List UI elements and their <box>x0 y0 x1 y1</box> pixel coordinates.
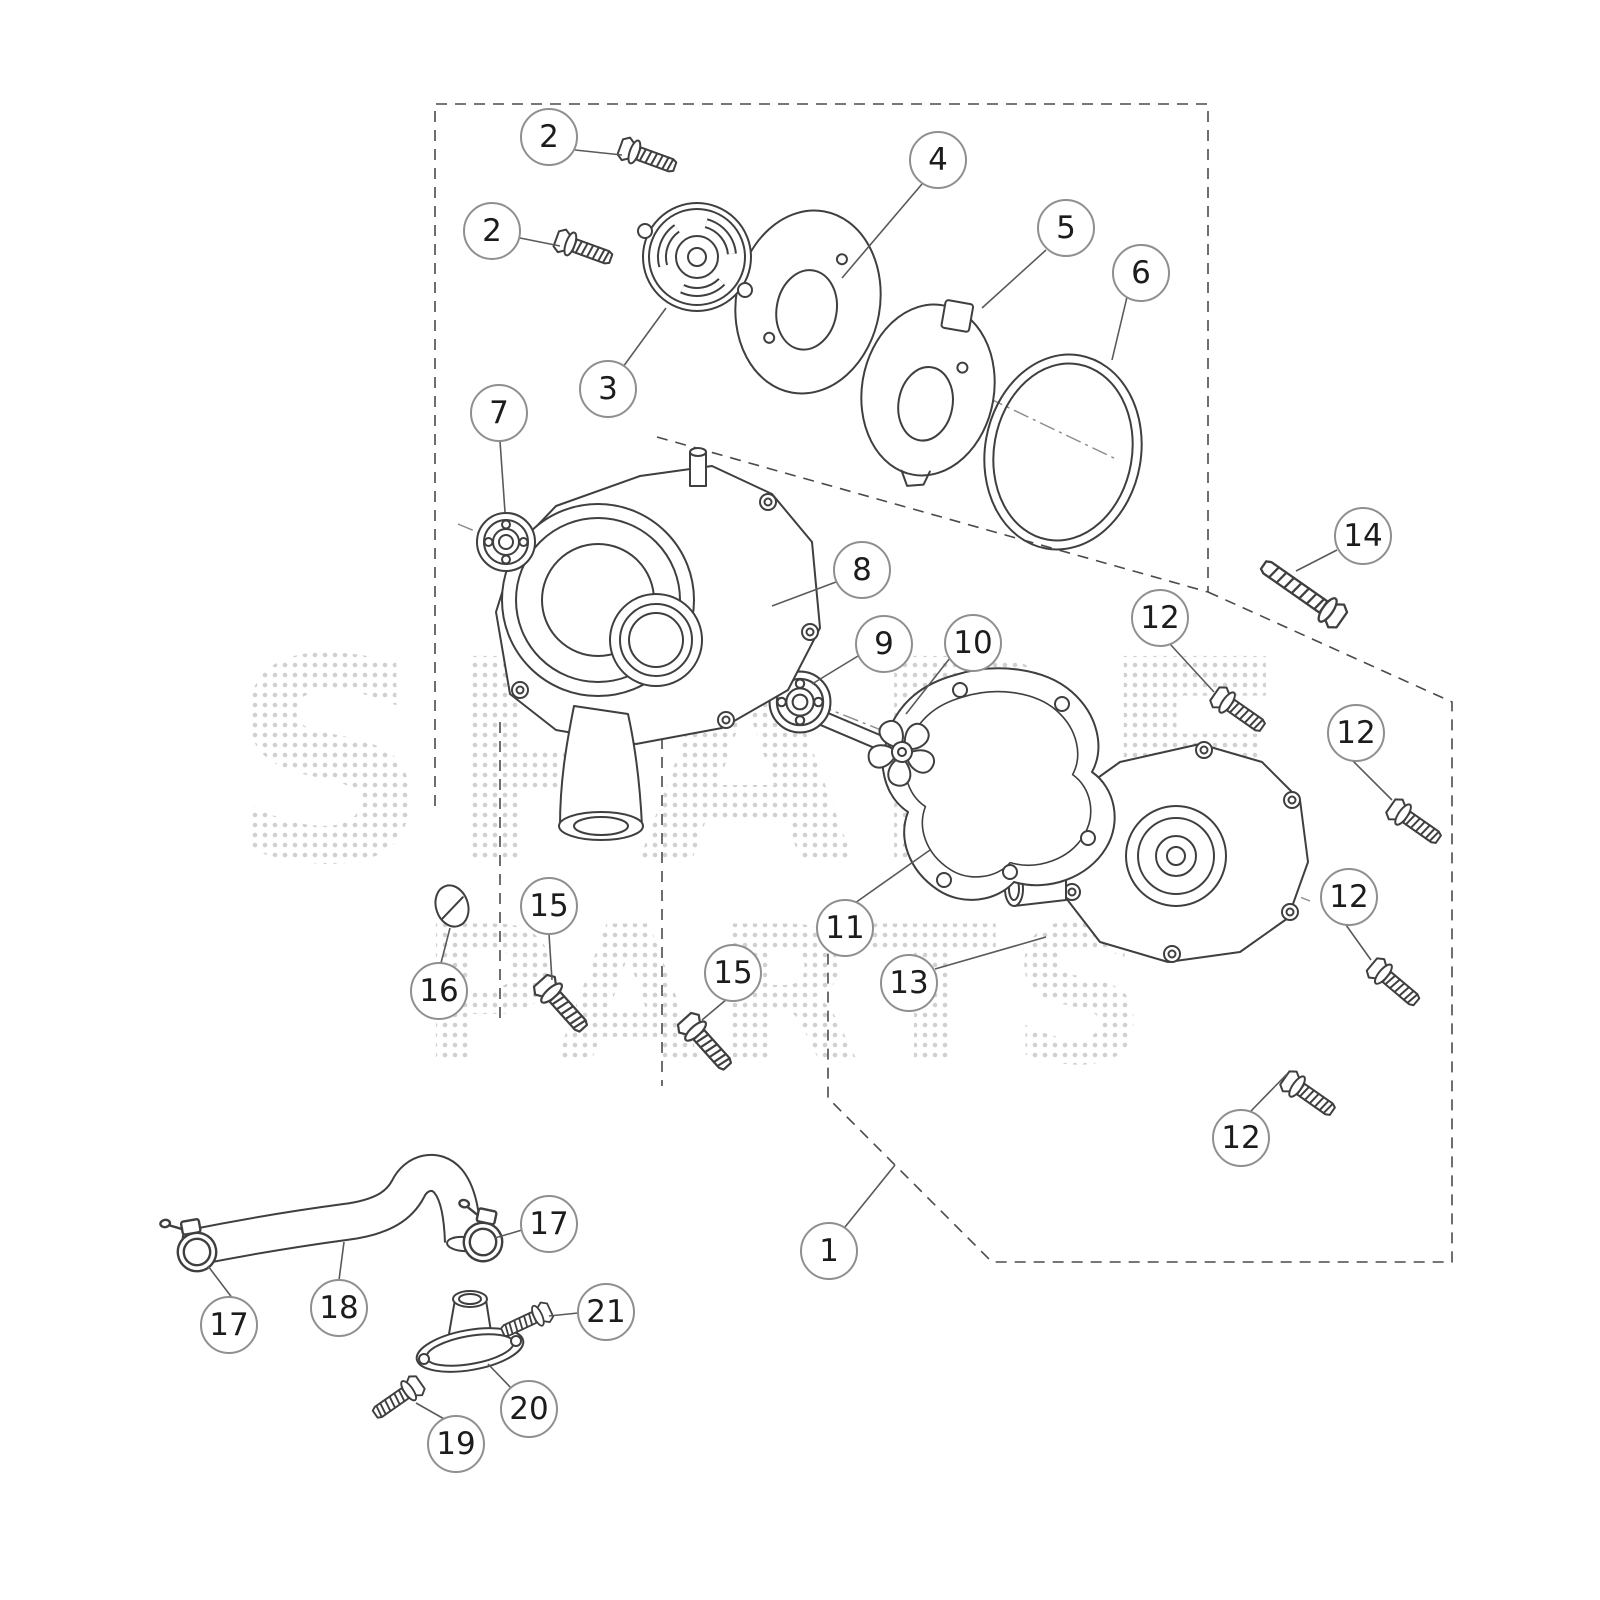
part-outlet-hose <box>181 1153 482 1267</box>
part-bolt-12b <box>1382 795 1447 851</box>
boundary-lines <box>434 103 1453 1263</box>
part-cap <box>434 884 470 928</box>
callout-20[interactable]: 20 <box>500 1380 558 1438</box>
boundary-upper-panel <box>434 103 1209 806</box>
callout-12[interactable]: 12 <box>1320 868 1378 926</box>
callout-11[interactable]: 11 <box>816 899 874 957</box>
callout-17[interactable]: 17 <box>200 1296 258 1354</box>
callout-10[interactable]: 10 <box>944 614 1002 672</box>
callout-3[interactable]: 3 <box>579 360 637 418</box>
part-bolt-2a <box>615 134 680 179</box>
part-bolt-12d <box>1276 1067 1341 1123</box>
callout-1[interactable]: 1 <box>800 1222 858 1280</box>
callout-19[interactable]: 19 <box>427 1415 485 1473</box>
callout-12[interactable]: 12 <box>1327 704 1385 762</box>
part-bolt-2b <box>551 226 616 271</box>
part-bolt-12c <box>1363 954 1426 1012</box>
callout-6[interactable]: 6 <box>1112 244 1170 302</box>
callout-21[interactable]: 21 <box>577 1283 635 1341</box>
callout-8[interactable]: 8 <box>833 541 891 599</box>
callout-2[interactable]: 2 <box>463 202 521 260</box>
part-thermostat-outlet <box>415 1290 525 1373</box>
callout-15[interactable]: 15 <box>704 944 762 1002</box>
part-bearing-front <box>476 512 536 572</box>
part-drain-fitting-19 <box>367 1372 428 1425</box>
callout-17[interactable]: 17 <box>520 1195 578 1253</box>
part-gasket <box>881 667 1116 901</box>
part-o-ring <box>983 353 1143 551</box>
callout-9[interactable]: 9 <box>855 615 913 673</box>
callout-15[interactable]: 15 <box>520 877 578 935</box>
callout-12[interactable]: 12 <box>1212 1109 1270 1167</box>
callout-14[interactable]: 14 <box>1334 507 1392 565</box>
part-retainer-plate <box>637 202 753 312</box>
callout-2[interactable]: 2 <box>520 108 578 166</box>
callout-18[interactable]: 18 <box>310 1279 368 1337</box>
part-pump-housing <box>495 447 821 841</box>
part-backing-plate <box>734 209 882 395</box>
callout-5[interactable]: 5 <box>1037 199 1095 257</box>
callout-7[interactable]: 7 <box>470 384 528 442</box>
callout-4[interactable]: 4 <box>909 131 967 189</box>
part-hose-clamp-17a <box>158 1210 221 1278</box>
part-seal-plate <box>860 299 996 487</box>
callout-13[interactable]: 13 <box>880 954 938 1012</box>
callout-12[interactable]: 12 <box>1131 589 1189 647</box>
part-bolt-21 <box>497 1299 556 1343</box>
boundary-fold-diagonal <box>656 436 1209 593</box>
leader-lines <box>207 149 1393 1421</box>
callout-16[interactable]: 16 <box>410 962 468 1020</box>
